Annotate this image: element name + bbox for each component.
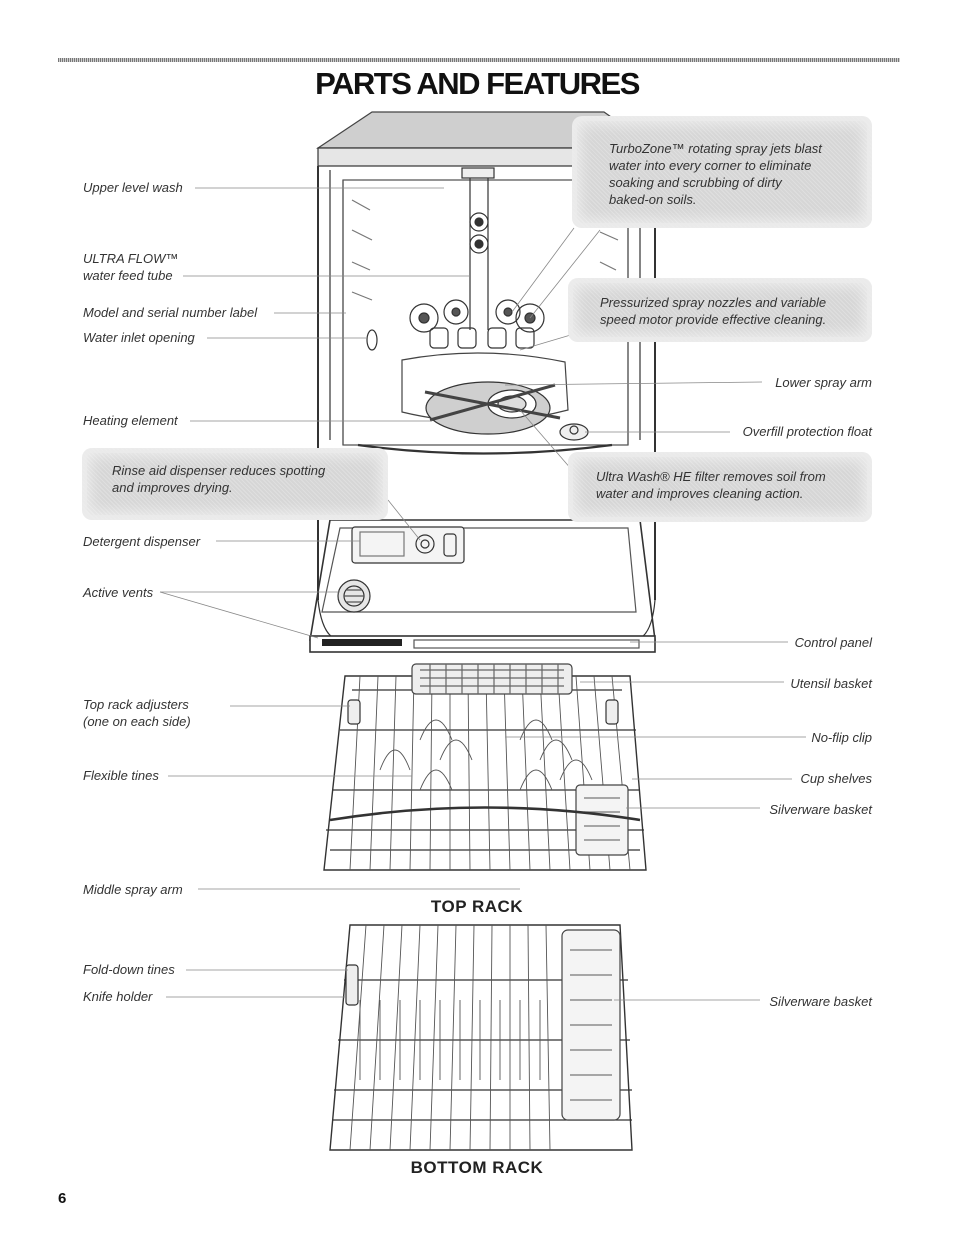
label-overfill-float: Overfill protection float [742, 424, 872, 439]
bottom-rack-title: BOTTOM RACK [410, 1158, 544, 1177]
top-rack-title: TOP RACK [430, 897, 524, 916]
label-silverware-basket-bottom: Silverware basket [769, 994, 872, 1009]
label-active-vents: Active vents [83, 585, 154, 600]
turbozone-line-3: soaking and scrubbing of dirty [609, 175, 782, 190]
label-middle-spray-arm: Middle spray arm [83, 882, 183, 897]
rinse-aid-line-2: and improves drying. [112, 480, 233, 495]
turbozone-line-2: water into every corner to eliminate [609, 158, 812, 173]
rinse-aid-callout: Rinse aid dispenser reduces spotting and… [82, 448, 388, 520]
label-ultra-flow: ULTRA FLOW™ [83, 251, 179, 266]
filter-line-1: Ultra Wash® HE filter removes soil from [596, 469, 826, 484]
label-water-inlet: Water inlet opening [83, 330, 195, 345]
filter-line-2: water and improves cleaning action. [596, 486, 804, 501]
page-title: PARTS AND FEATURES [315, 66, 640, 101]
spray-nozzles-line-2: speed motor provide effective cleaning. [600, 312, 827, 327]
label-lower-spray-arm: Lower spray arm [775, 375, 872, 390]
turbozone-callout: TurboZone™ rotating spray jets blast wat… [572, 116, 872, 228]
filter-callout: Ultra Wash® HE filter removes soil from … [568, 452, 872, 522]
label-control-panel: Control panel [794, 635, 872, 650]
header-rule [58, 58, 900, 62]
label-silverware-basket-top: Silverware basket [769, 802, 872, 817]
label-upper-level-wash: Upper level wash [83, 180, 183, 195]
spray-nozzles-line-1: Pressurized spray nozzles and variable [600, 295, 827, 310]
label-top-rack-adjusters-note: (one on each side) [83, 714, 191, 729]
label-heating-element: Heating element [83, 413, 178, 428]
label-no-flip-clip: No-flip clip [811, 730, 872, 745]
rinse-aid-line-1: Rinse aid dispenser reduces spotting [112, 463, 326, 478]
label-detergent-dispenser: Detergent dispenser [83, 534, 201, 549]
label-model-serial: Model and serial number label [83, 305, 258, 320]
label-utensil-basket: Utensil basket [790, 676, 872, 691]
label-flexible-tines: Flexible tines [83, 768, 159, 783]
spray-nozzles-callout: Pressurized spray nozzles and variable s… [568, 278, 872, 342]
turbozone-line-4: baked-on soils. [609, 192, 697, 207]
page-number: 6 [58, 1190, 67, 1207]
turbozone-line-1: TurboZone™ rotating spray jets blast [609, 141, 822, 156]
label-knife-holder: Knife holder [83, 989, 153, 1004]
label-cup-shelves: Cup shelves [800, 771, 872, 786]
label-fold-down-tines: Fold-down tines [83, 962, 175, 977]
label-water-feed-tube: water feed tube [83, 268, 173, 283]
label-top-rack-adjusters: Top rack adjusters [83, 697, 189, 712]
